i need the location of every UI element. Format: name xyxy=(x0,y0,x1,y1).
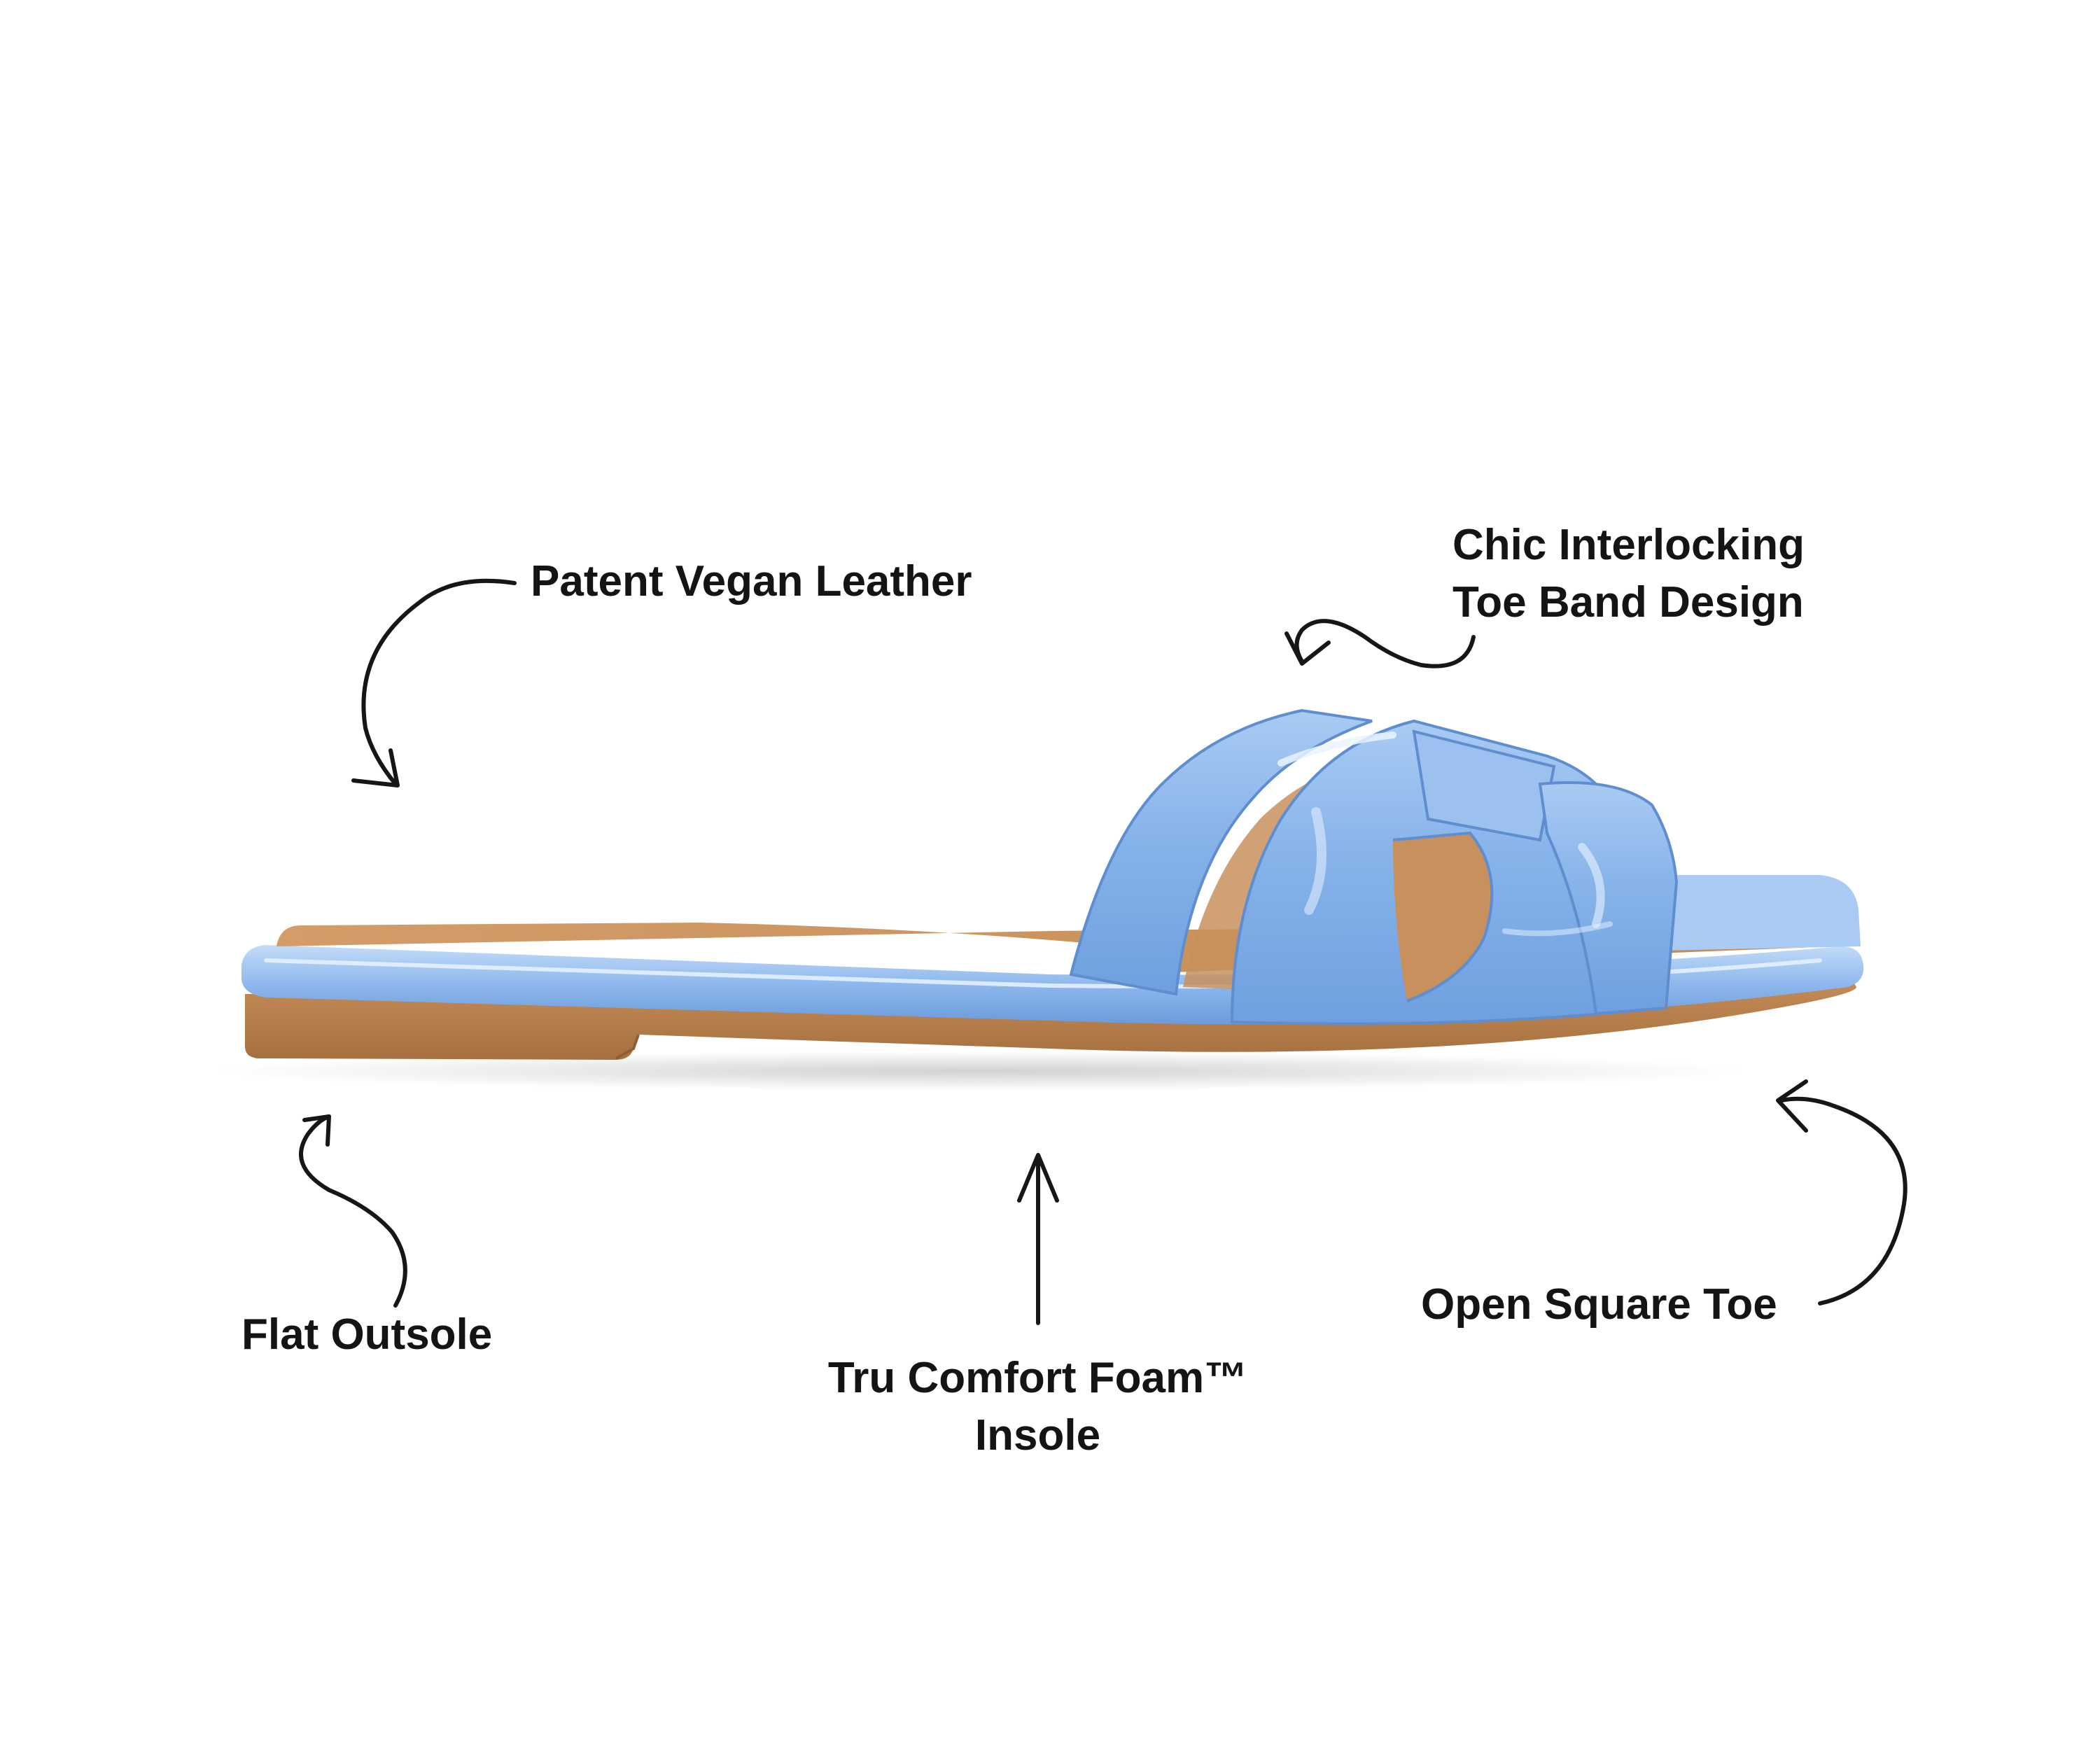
strap-highlight-1 xyxy=(1278,732,1396,766)
callout-insole: Tru Comfort Foam™ Insole xyxy=(791,1350,1284,1464)
curved-arrow-icon xyxy=(351,578,517,788)
callout-patent-leather-line1: Patent Vegan Leather xyxy=(531,557,972,606)
band-cutout xyxy=(1393,833,1492,1001)
callout-toe-band-line2: Toe Band Design xyxy=(1452,578,1804,626)
callout-insole-line1: Tru Comfort Foam™ xyxy=(827,1354,1248,1402)
strap-highlight-4 xyxy=(1502,921,1613,937)
callout-square-toe-line1: Open Square Toe xyxy=(1421,1280,1777,1329)
callout-outsole-line1: Flat Outsole xyxy=(241,1310,493,1359)
band-cutout-edge xyxy=(1392,831,1494,1002)
wavy-arrow-icon xyxy=(299,1114,407,1308)
heel-edge-line xyxy=(615,1034,640,1060)
callout-outsole: Flat Outsole xyxy=(241,1306,492,1364)
callout-square-toe: Open Square Toe xyxy=(1421,1276,1777,1334)
straight-arrow-icon xyxy=(1017,1153,1059,1325)
callout-insole-line2: Insole xyxy=(974,1411,1101,1460)
toe-band-right xyxy=(1538,781,1679,1016)
ground-shadow xyxy=(210,1051,1750,1091)
rear-toe-band xyxy=(1069,708,1373,996)
interlock-loop xyxy=(1412,729,1556,842)
callout-toe-band-line1: Chic Interlocking xyxy=(1452,521,1805,569)
curved-arrow-icon xyxy=(1776,1079,1907,1306)
strap-highlight-3 xyxy=(1578,843,1605,928)
wavy-arrow-icon xyxy=(1284,619,1476,668)
sandal-image xyxy=(241,708,1864,1060)
strap-highlight-2 xyxy=(1304,807,1326,915)
callout-toe-band: Chic Interlocking Toe Band Design xyxy=(1452,517,1805,631)
callout-patent-leather: Patent Vegan Leather xyxy=(531,553,972,610)
